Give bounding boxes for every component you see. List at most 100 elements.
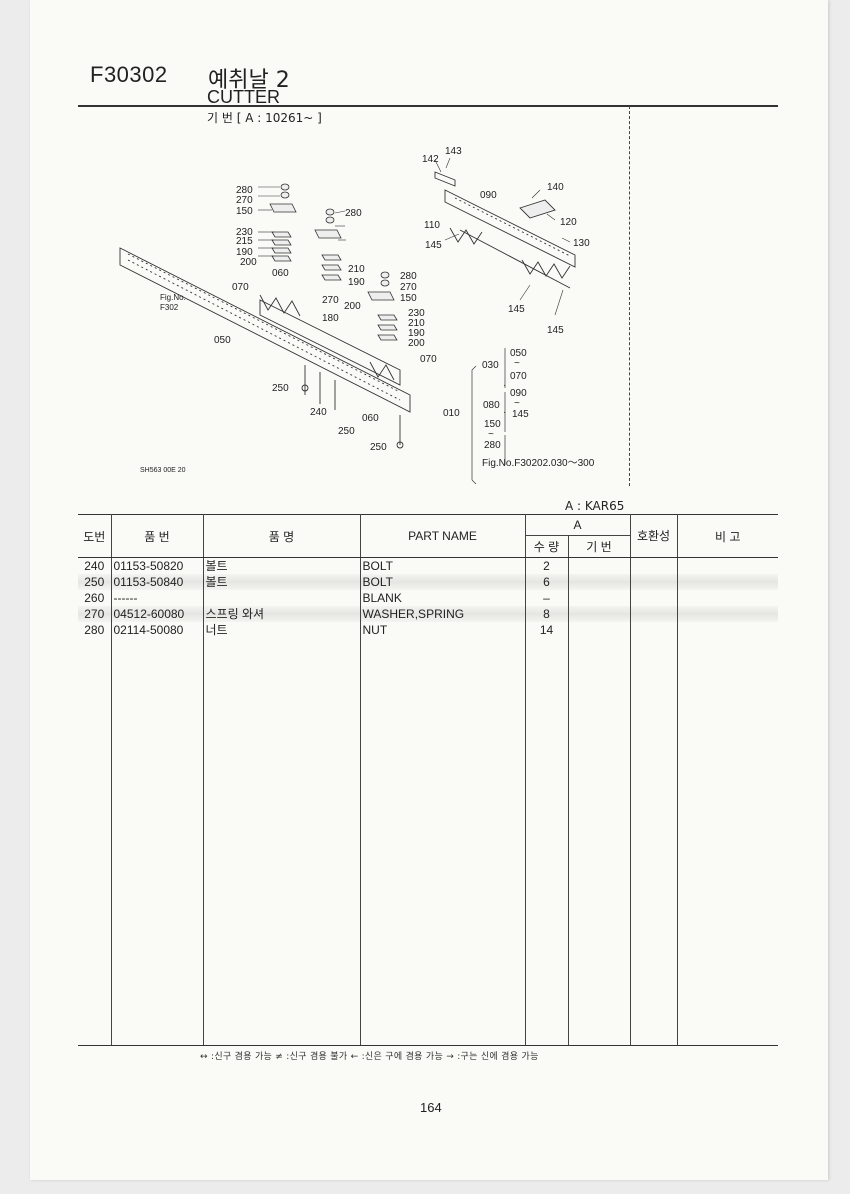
- cell-name-en: WASHER,SPRING: [359, 606, 525, 622]
- label: 200: [344, 301, 361, 312]
- cell-remarks: [676, 590, 779, 606]
- label: F302: [160, 303, 179, 312]
- label: 090: [510, 388, 527, 399]
- cell-part-no: ------: [110, 590, 203, 606]
- cell-name-en: NUT: [359, 622, 525, 638]
- cell-remarks: [676, 557, 779, 574]
- label: 070: [420, 354, 437, 365]
- cell-name-ko: [202, 590, 360, 606]
- table-filler-row: [78, 638, 779, 1046]
- label: 070: [510, 371, 527, 382]
- label: 180: [322, 313, 339, 324]
- label: 140: [547, 182, 564, 193]
- cell-name-ko: 볼트: [202, 574, 360, 590]
- page-number: 164: [420, 1100, 442, 1115]
- label: 250: [370, 442, 387, 453]
- label: 110: [424, 220, 440, 231]
- label: 070: [232, 282, 249, 293]
- label: 190: [236, 247, 253, 258]
- label: 200: [240, 257, 257, 268]
- label: 050: [510, 348, 527, 359]
- col-header-serial: 기 번: [567, 535, 631, 558]
- label: 280: [236, 185, 253, 196]
- bolts: [301, 365, 404, 449]
- cell-serial: [567, 574, 631, 590]
- cell-no: 240: [84, 559, 105, 573]
- label: 050: [214, 335, 231, 346]
- cell-part-no: 01153-50820: [110, 557, 203, 574]
- label: 080: [483, 400, 500, 411]
- label: 145: [425, 240, 442, 251]
- cell-no: 280: [84, 623, 105, 637]
- figure-reference: Fig.No.F30202.030～300: [482, 458, 595, 469]
- label: 145: [512, 409, 529, 420]
- blade-sections-left: [259, 294, 395, 381]
- exploded-parts-diagram: 280 270 150 230 215 190 200 060 070 280 …: [119, 146, 595, 485]
- label: 145: [547, 325, 564, 336]
- cell-serial: [567, 622, 631, 638]
- label: 150: [400, 293, 417, 304]
- col-header-qty: 수 량: [524, 535, 568, 558]
- label: 280: [345, 208, 362, 219]
- assembly-bracket: 030 050 ~ 070 · 090 080 ~ 145 010 · 150 …: [443, 348, 595, 485]
- interchange-legend: ↔ :신구 겸용 가능 ≠ :신구 겸용 불가 ← :신은 구에 겸용 가능 →…: [200, 1052, 539, 1062]
- label: ~: [514, 358, 520, 369]
- clip-stack-1: [269, 183, 297, 262]
- figure-code: F30302: [90, 62, 168, 87]
- cell-qty: 2: [524, 557, 568, 574]
- col-header-interchange: 호환성: [629, 514, 678, 558]
- label: 210: [348, 264, 365, 275]
- part-labels-left: 280 270 150 230 215 190 200 060 070 280 …: [160, 185, 437, 453]
- model-line: A : KAR65: [565, 499, 625, 513]
- cell-interchange: [629, 590, 678, 606]
- label: 270: [236, 195, 253, 206]
- label: ·: [503, 380, 506, 391]
- title-english: CUTTER: [207, 87, 280, 107]
- label: ·: [503, 407, 506, 418]
- drawing-code: SH563 00E 20: [140, 467, 186, 474]
- serial-range: 기 번 [ A : 10261~ ]: [207, 111, 322, 125]
- table-row: 240 01153-50820 볼트 BOLT 2: [78, 557, 779, 574]
- cell-name-en: BOLT: [359, 557, 525, 574]
- cell-interchange: [629, 574, 678, 590]
- clip-stack-3: [367, 271, 398, 341]
- col-header-remarks: 비 고: [676, 514, 779, 558]
- cell-no: 270: [78, 606, 111, 622]
- label: 060: [362, 413, 379, 424]
- label: 210: [408, 318, 425, 329]
- cell-interchange: [629, 606, 678, 622]
- cell-remarks: [676, 622, 779, 638]
- label: 120: [560, 217, 577, 228]
- table-row: 280 02114-50080 너트 NUT 14: [78, 622, 779, 638]
- label: 250: [338, 426, 355, 437]
- header-rule: [78, 105, 778, 107]
- parts-table: 도번 품 번 품 명 PART NAME A 호환성 비 고 수 량 기 번 2…: [78, 514, 779, 1046]
- cell-remarks: [676, 606, 779, 622]
- label: Fig.No.: [160, 293, 186, 302]
- label: 230: [236, 227, 253, 238]
- label: 130: [573, 238, 590, 249]
- cell-part-no: 01153-50840: [110, 574, 203, 590]
- cell-serial: [567, 606, 631, 622]
- cell-interchange: [629, 622, 678, 638]
- label: 230: [408, 308, 425, 319]
- clip-stack-2: [314, 208, 342, 281]
- label: 280: [484, 440, 501, 451]
- cell-qty: –: [524, 590, 568, 606]
- label: 030: [482, 360, 499, 371]
- label: 240: [310, 407, 327, 418]
- label: 145: [508, 304, 525, 315]
- label: ~: [514, 398, 520, 409]
- cell-part-no: 02114-50080: [110, 622, 203, 638]
- label: 060: [272, 268, 289, 279]
- table-row: 250 01153-50840 볼트 BOLT 6: [78, 574, 779, 590]
- cell-serial: [567, 557, 631, 574]
- label: 270: [400, 282, 417, 293]
- cutter-bar-left: [119, 247, 411, 413]
- cell-qty: 6: [524, 574, 568, 590]
- label: 143: [445, 146, 462, 157]
- label: 280: [400, 271, 417, 282]
- label: 190: [348, 277, 365, 288]
- section-divider: [629, 106, 630, 486]
- label: 270: [322, 295, 339, 306]
